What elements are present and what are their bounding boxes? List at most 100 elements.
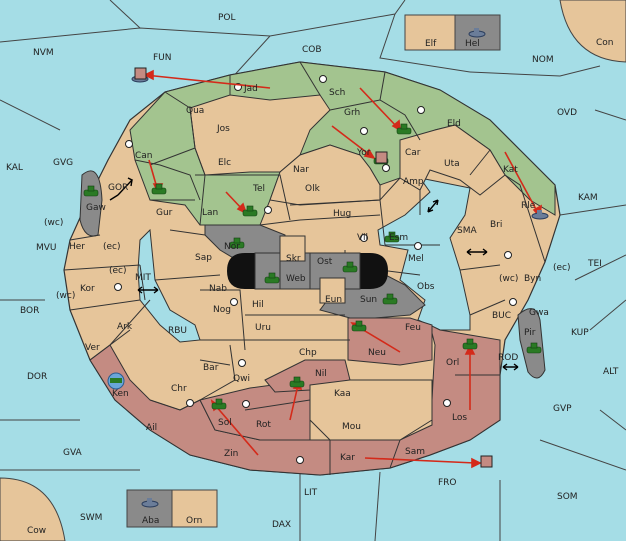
label-sam: Sam bbox=[405, 447, 425, 457]
label-grh: Grh bbox=[344, 108, 360, 118]
army-unit bbox=[382, 293, 398, 305]
label-wc-her: (wc) bbox=[44, 218, 63, 228]
island-elf[interactable] bbox=[404, 14, 456, 51]
province-uta-bri[interactable] bbox=[399, 124, 506, 196]
label-nil: Nil bbox=[315, 369, 327, 379]
label-buc: BUC bbox=[492, 311, 511, 321]
label-nab: Nab bbox=[209, 284, 227, 294]
label-gvp: GVP bbox=[553, 404, 572, 414]
label-bar: Bar bbox=[203, 363, 219, 373]
sea-sma-inner bbox=[377, 177, 471, 331]
label-ark: Ark bbox=[117, 322, 133, 332]
label-skr: Skr bbox=[286, 254, 301, 264]
label-orl: Orl bbox=[446, 358, 459, 368]
label-wc-byn: (wc) bbox=[499, 274, 518, 284]
army-unit bbox=[342, 261, 358, 273]
province-labels: Jad Sch Qua Jos Grh Eld Can Car Yor Uta … bbox=[69, 84, 549, 463]
label-pir: Pir bbox=[524, 328, 536, 338]
island-orn[interactable] bbox=[171, 489, 218, 528]
label-ail: Ail bbox=[146, 423, 157, 433]
label-elc: Elc bbox=[218, 158, 231, 168]
label-kam: KAM bbox=[578, 193, 598, 203]
coast-labels: (wc) (ec) (ec) (wc) (wc) (ec) bbox=[44, 218, 571, 301]
army-unit bbox=[211, 398, 227, 410]
province-kaa-mou[interactable] bbox=[309, 379, 433, 441]
label-gor: GOR bbox=[108, 183, 128, 193]
label-ovd: OVD bbox=[557, 108, 577, 118]
label-cow: Cow bbox=[27, 526, 46, 536]
label-jad: Jad bbox=[243, 84, 258, 94]
label-can: Can bbox=[135, 151, 153, 161]
label-orn: Orn bbox=[186, 516, 202, 526]
label-mit: MIT bbox=[135, 273, 151, 283]
label-qua: Qua bbox=[186, 106, 204, 116]
province-sol-rot[interactable] bbox=[199, 379, 311, 441]
supply-centers bbox=[114, 75, 517, 464]
label-uru: Uru bbox=[255, 323, 271, 333]
fleet-unit bbox=[468, 28, 486, 38]
label-pol: POL bbox=[218, 13, 236, 23]
label-kor: Kor bbox=[80, 284, 95, 294]
transit-arrows bbox=[109, 177, 519, 371]
label-swm: SWM bbox=[80, 513, 102, 523]
label-bor: BOR bbox=[20, 306, 39, 316]
label-eld: Eld bbox=[447, 119, 461, 129]
province-sun[interactable] bbox=[319, 271, 426, 319]
label-kal: KAL bbox=[6, 163, 23, 173]
army-unit bbox=[264, 272, 280, 284]
label-sma: SMA bbox=[457, 226, 477, 236]
label-wc-kor: (wc) bbox=[56, 291, 75, 301]
army-unit bbox=[396, 123, 412, 135]
label-rod: ROD bbox=[498, 353, 518, 363]
label-mvu: MVU bbox=[36, 243, 57, 253]
fleets bbox=[107, 28, 549, 508]
fleet-unit bbox=[531, 210, 549, 220]
province-olk[interactable] bbox=[269, 144, 381, 206]
label-kaa: Kaa bbox=[334, 389, 351, 399]
label-chp: Chp bbox=[299, 348, 317, 358]
label-dax: DAX bbox=[272, 520, 291, 530]
label-kar: Kar bbox=[340, 453, 355, 463]
army-unit bbox=[351, 320, 367, 332]
label-bri: Bri bbox=[490, 220, 502, 230]
label-gvg: GVG bbox=[53, 158, 73, 168]
province-neu-feu[interactable] bbox=[347, 317, 433, 366]
label-elf: Elf bbox=[425, 39, 437, 49]
label-tel: Tel bbox=[252, 184, 265, 194]
label-cob: COB bbox=[302, 45, 322, 55]
army-unit bbox=[83, 185, 99, 197]
label-sap: Sap bbox=[195, 253, 212, 263]
label-mou: Mou bbox=[342, 422, 361, 432]
label-fun: FUN bbox=[153, 53, 172, 63]
label-rbu: RBU bbox=[168, 326, 187, 336]
label-esm: Esm bbox=[389, 233, 408, 243]
label-olk: Olk bbox=[305, 184, 321, 194]
label-byn: Byn bbox=[524, 274, 541, 284]
label-ec-her: (ec) bbox=[103, 242, 121, 252]
label-eun: Eun bbox=[325, 295, 342, 305]
label-car: Car bbox=[405, 148, 421, 158]
label-rot: Rot bbox=[256, 420, 271, 430]
label-hug: Hug bbox=[333, 209, 351, 219]
label-gur: Gur bbox=[156, 208, 173, 218]
label-mel: Mel bbox=[408, 254, 424, 264]
retreat-marker bbox=[375, 151, 388, 164]
province-borders bbox=[63, 61, 546, 475]
label-web: Web bbox=[286, 274, 306, 284]
label-los: Los bbox=[452, 413, 467, 423]
label-neu: Neu bbox=[368, 348, 386, 358]
retreat-marker bbox=[134, 67, 147, 80]
label-qwi: Qwi bbox=[233, 374, 250, 384]
label-nog: Nog bbox=[213, 305, 231, 315]
retreat-marker bbox=[480, 455, 493, 468]
label-nor: Nor bbox=[224, 242, 240, 252]
label-hil: Hil bbox=[252, 300, 264, 310]
ken-token bbox=[107, 372, 125, 390]
label-dor: DOR bbox=[27, 372, 47, 382]
label-tei: TEI bbox=[587, 259, 602, 269]
label-ec-byn: (ec) bbox=[553, 263, 571, 273]
army-unit bbox=[242, 205, 258, 217]
label-nar: Nar bbox=[293, 165, 309, 175]
